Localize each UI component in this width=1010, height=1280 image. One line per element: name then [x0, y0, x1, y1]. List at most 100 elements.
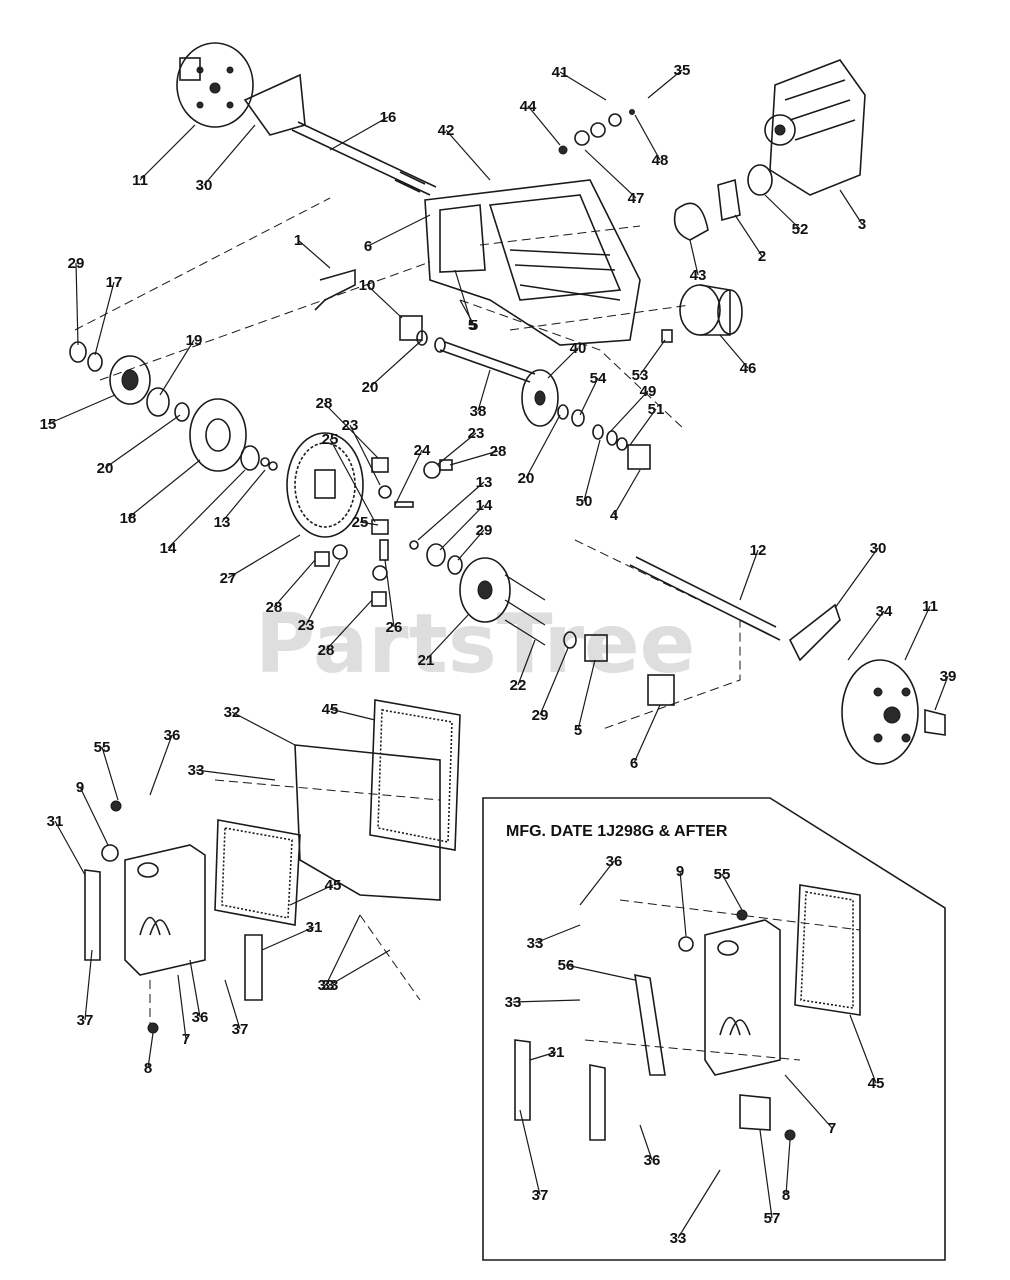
part-label-7: 7 — [182, 1031, 190, 1048]
leader-line-2 — [734, 214, 763, 257]
part-label-33: 33 — [318, 977, 335, 994]
leader-line-13 — [417, 481, 485, 541]
part-label-30: 30 — [196, 177, 213, 194]
gear-14-right — [426, 543, 446, 567]
pinion-23d — [372, 565, 388, 581]
inset-title: MFG. DATE 1J298G & AFTER — [506, 823, 728, 840]
washer-47b — [574, 130, 590, 146]
leader-line-54 — [579, 377, 599, 416]
leader-line-20 — [369, 339, 423, 388]
part-label-57: 57 — [764, 1210, 781, 1227]
leader-line-6 — [633, 704, 661, 764]
leader-line-36 — [149, 734, 173, 796]
leader-line-36 — [639, 1124, 653, 1161]
part-label-33: 33 — [322, 977, 339, 994]
pin-48 — [629, 109, 635, 115]
leader-line-21 — [425, 614, 469, 661]
part-label-28: 28 — [318, 642, 335, 659]
leader-line-46 — [719, 334, 749, 369]
leader-line-42 — [445, 129, 491, 181]
washer-20-r — [557, 404, 569, 420]
washer-50 — [592, 424, 604, 440]
leader-line-39 — [934, 675, 949, 711]
leader-line-45 — [289, 884, 334, 906]
nut-39 — [924, 708, 946, 736]
part-label-48: 48 — [652, 152, 669, 169]
leader-line-3 — [839, 189, 863, 225]
shaft-38 — [439, 341, 536, 383]
leader-line-26 — [384, 559, 395, 628]
part-label-36: 36 — [192, 1009, 209, 1026]
part-label-37: 37 — [77, 1012, 94, 1029]
axle-12 — [629, 556, 781, 641]
leader-line-49 — [609, 390, 649, 433]
leader-line-50 — [583, 439, 601, 502]
filter-46 — [679, 284, 743, 336]
leader-line-23 — [436, 432, 477, 466]
part-label-22: 22 — [510, 677, 527, 694]
part-label-38: 38 — [470, 403, 487, 420]
leader-line-56 — [565, 964, 636, 981]
bracket-30-right — [788, 603, 841, 662]
bearing-15 — [109, 355, 151, 405]
leader-line-33 — [512, 999, 581, 1003]
part-label-26: 26 — [386, 619, 403, 636]
part-label-13: 13 — [214, 514, 231, 531]
part-label-23: 23 — [298, 617, 315, 634]
bushing-10 — [399, 315, 423, 341]
seal-9-left — [101, 844, 119, 862]
washer-20-left — [174, 402, 190, 422]
leader-line-57 — [759, 1129, 773, 1219]
part-label-15: 15 — [40, 416, 57, 433]
part-label-27: 27 — [220, 570, 237, 587]
leader-line-36 — [189, 959, 201, 1018]
leader-line-55 — [101, 746, 119, 801]
bracket-31-left — [84, 869, 101, 961]
part-label-6: 6 — [364, 238, 372, 255]
part-label-50: 50 — [576, 493, 593, 510]
washer-20-mid — [434, 337, 446, 353]
bushing-6-low — [647, 674, 675, 706]
leader-line-8 — [147, 1032, 154, 1069]
leader-line-31 — [54, 820, 86, 876]
leader-line-25 — [359, 521, 379, 526]
disc-40 — [521, 369, 559, 427]
leader-line-36 — [579, 860, 615, 906]
leader-line-23 — [305, 559, 341, 626]
nut-44 — [558, 145, 568, 155]
leader-line-44 — [527, 105, 561, 146]
part-label-53: 53 — [632, 367, 649, 384]
leader-line-7 — [784, 1074, 833, 1129]
part-label-14: 14 — [160, 540, 177, 557]
shifter-1 — [314, 268, 356, 311]
leader-line-33 — [534, 924, 581, 944]
leader-line-30 — [834, 547, 879, 609]
leader-line-18 — [127, 459, 201, 519]
washer-13-left-b — [268, 461, 278, 471]
part-label-4: 4 — [610, 507, 619, 524]
cover-21 — [459, 557, 511, 623]
leader-line-38 — [477, 369, 491, 412]
leader-line-20 — [104, 414, 181, 469]
leader-line-27 — [227, 534, 301, 579]
axle-top — [291, 121, 437, 196]
leader-line-25 — [329, 438, 376, 523]
pinion-2 — [717, 178, 741, 222]
leader-line-45 — [329, 708, 376, 721]
leader-line-45 — [849, 1014, 877, 1084]
leader-line-5 — [459, 299, 475, 326]
leader-line-29 — [457, 529, 485, 561]
ring-29-mid — [447, 555, 463, 575]
pin-26 — [379, 539, 389, 561]
leader-line-28 — [449, 450, 499, 466]
leader-line-48 — [634, 114, 661, 161]
block-28a — [371, 457, 389, 473]
nut-8-left — [147, 1022, 159, 1034]
pinion-23c — [332, 544, 348, 560]
bushing-4 — [627, 444, 651, 470]
washer-51 — [616, 437, 628, 451]
leader-line-31 — [529, 1051, 557, 1061]
leader-line-11 — [904, 605, 931, 661]
leader-line-33 — [329, 949, 391, 986]
leader-line-47 — [584, 149, 637, 199]
